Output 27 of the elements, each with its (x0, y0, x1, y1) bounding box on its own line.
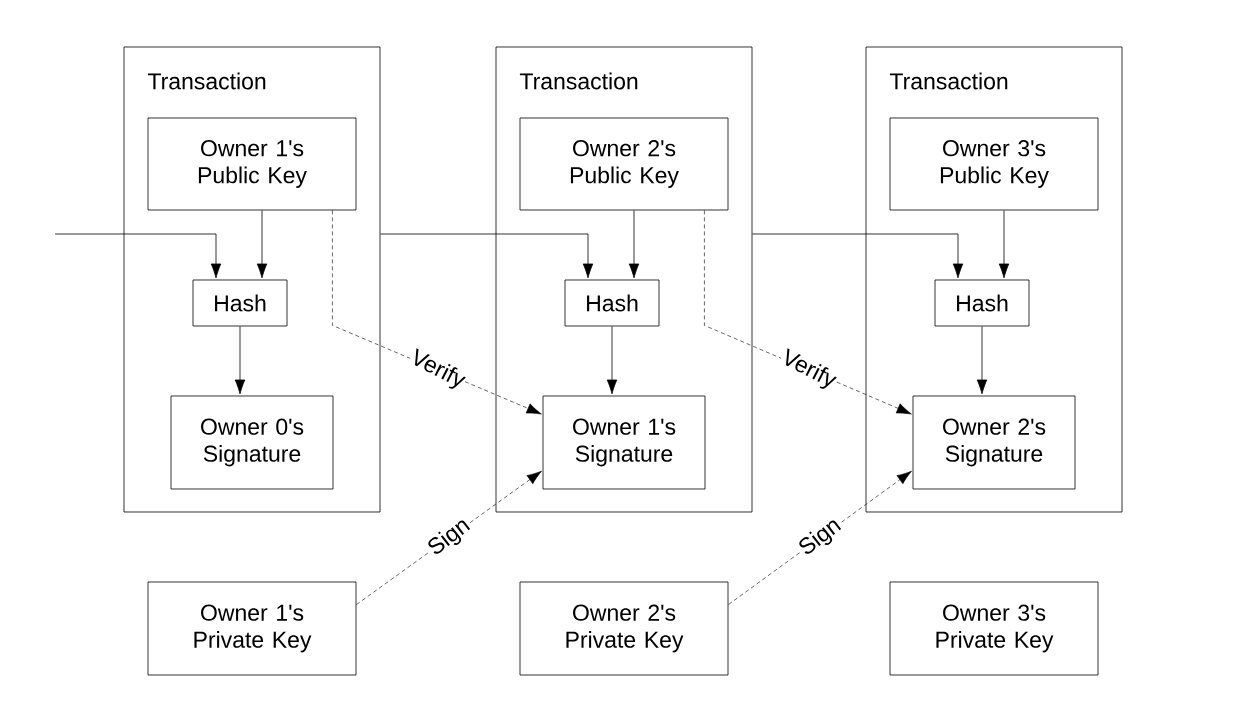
arrow (356, 470, 542, 605)
key-box: Owner 3's Public Key (889, 117, 1099, 211)
arrow (752, 233, 964, 279)
hash-box: Hash (192, 279, 288, 327)
arrow (54, 233, 222, 279)
key-box: Owner 1's Public Key (147, 117, 357, 211)
key-box: Owner 2's Private Key (519, 581, 729, 676)
key-box: Owner 2's Signature (912, 395, 1076, 490)
arrow (728, 470, 912, 605)
key-box: Owner 1's Signature (542, 395, 706, 490)
arrow (256, 210, 268, 279)
hash-box: Hash (934, 279, 1030, 327)
hash-box: Hash (564, 279, 660, 327)
key-box: Owner 2's Public Key (519, 117, 729, 211)
arrow (606, 326, 618, 395)
edge-label: Sign (799, 520, 842, 554)
arrow (976, 326, 988, 395)
arrow (704, 210, 912, 415)
arrow (332, 210, 542, 415)
edge-label: Sign (428, 520, 471, 554)
arrow (380, 233, 594, 279)
arrow (234, 326, 246, 395)
key-box: Owner 3's Private Key (889, 581, 1099, 676)
arrow (628, 210, 640, 279)
arrow (998, 210, 1010, 279)
key-box: Owner 0's Signature (170, 395, 334, 490)
key-box: Owner 1's Private Key (147, 581, 357, 676)
